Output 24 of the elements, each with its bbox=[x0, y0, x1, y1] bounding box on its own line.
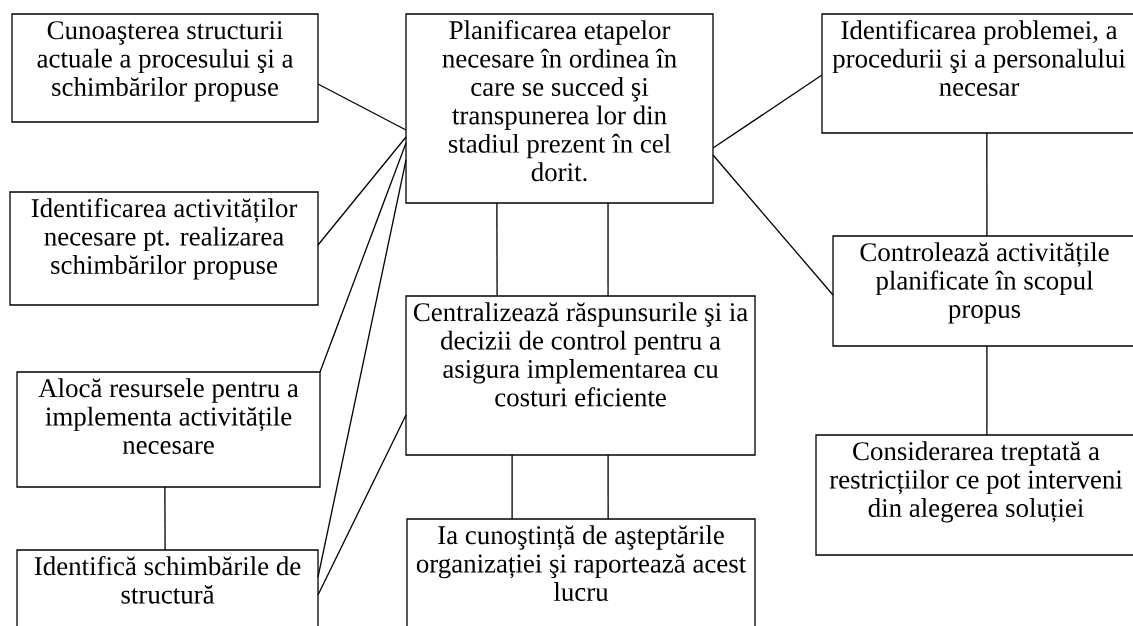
text-box: Identificarea problemei, a procedurii şi a personalului necesar bbox=[821, 13, 1133, 134]
connector-line bbox=[496, 202, 498, 297]
connector-line bbox=[317, 136, 407, 246]
connector-line bbox=[317, 83, 407, 131]
text-box: Centralizează răspunsurile şi ia decizii de control pentru a asigura implementarea cu costuri eficiente bbox=[405, 295, 756, 456]
connector-line bbox=[164, 486, 166, 551]
connector-line bbox=[317, 159, 407, 578]
connector-line bbox=[986, 132, 988, 237]
connector-line bbox=[511, 454, 513, 520]
text-box: Identifică schimbările de structură bbox=[16, 549, 319, 626]
text-box: Considerarea treptată a restricțiilor ce pot interveni din alegerea soluției bbox=[815, 434, 1133, 556]
connector-line bbox=[607, 454, 609, 520]
text-box: Controlează activitățile planificate în scopul propus bbox=[832, 235, 1133, 347]
text-box: Cunoaşterea structurii actuale a procesului şi a schimbărilor propuse bbox=[11, 13, 319, 123]
connector-line bbox=[712, 74, 823, 149]
text-box: Identificarea activităților necesare pt. realizarea schimbărilor propuse bbox=[9, 191, 319, 306]
connector-line bbox=[712, 154, 834, 296]
text-box: Planificarea etapelor necesare în ordinea în care se succed şi transpunerea lor din stadiul prezent în cel dorit. bbox=[405, 13, 714, 204]
connector-line bbox=[607, 202, 609, 297]
text-box: Ia cunoştință de aşteptările organizației şi raportează acest lucru bbox=[406, 518, 756, 626]
connector-line bbox=[319, 142, 407, 373]
connector-line bbox=[317, 414, 407, 596]
connector-line bbox=[986, 345, 988, 436]
text-box: Alocă resursele pentru a implementa activitățile necesare bbox=[16, 371, 321, 488]
